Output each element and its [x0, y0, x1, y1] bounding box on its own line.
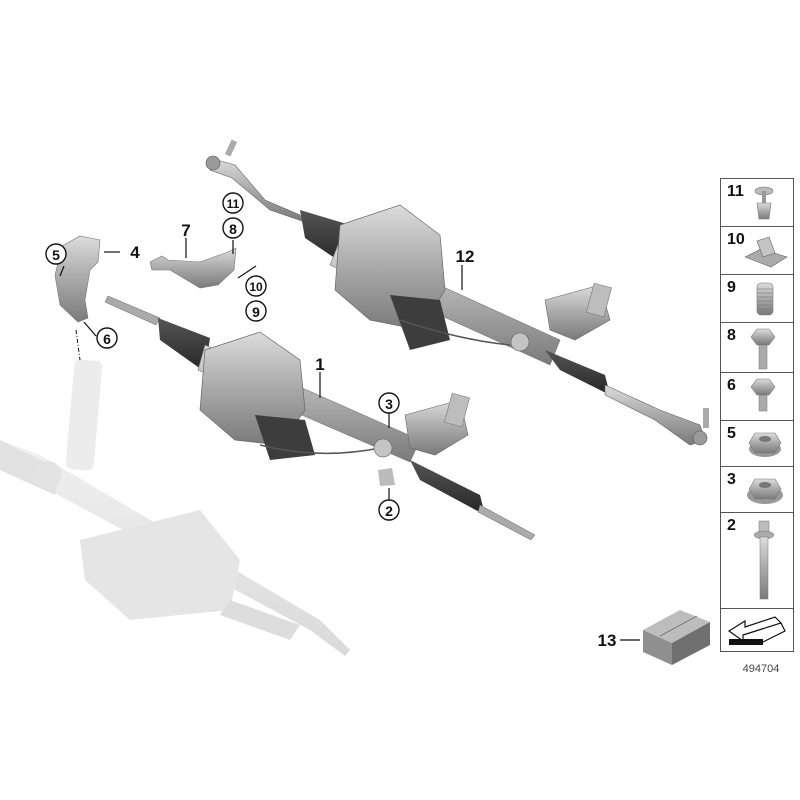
callout-4: 4: [130, 243, 140, 262]
hex-collar-nut-icon: [747, 478, 783, 504]
svg-text:7: 7: [181, 221, 190, 240]
steering-rack-assembly-rear: [205, 139, 709, 446]
steering-rack-ghost-background: [0, 359, 350, 656]
part-number: 5: [727, 425, 736, 442]
callout-8: 8: [222, 217, 244, 239]
orientation-arrow-icon: [727, 616, 786, 645]
push-rivet-icon: [754, 186, 774, 220]
svg-text:12: 12: [456, 247, 475, 266]
callout-5: 5: [45, 243, 67, 265]
callout-2: 2: [378, 499, 400, 521]
hex-flange-nut-icon: [748, 432, 782, 457]
part-cell-orientation: [721, 609, 793, 651]
svg-text:8: 8: [229, 221, 237, 237]
repair-kit-box-13: [643, 610, 710, 665]
part-cell-6: 6: [721, 373, 793, 421]
callout-9: 9: [245, 300, 267, 322]
svg-text:11: 11: [227, 197, 240, 211]
heat-shield-4: [54, 235, 101, 361]
part-cell-11: 11: [721, 179, 793, 227]
svg-text:4: 4: [130, 243, 140, 262]
part-number: 3: [727, 471, 736, 488]
leader-lines: [59, 238, 640, 641]
part-cell-5: 5: [721, 421, 793, 467]
part-number: 2: [727, 517, 736, 534]
svg-text:13: 13: [598, 631, 617, 650]
part-number: 11: [727, 183, 744, 200]
callout-1: 1: [315, 355, 324, 374]
heat-shield-bracket-7: [149, 247, 237, 289]
svg-text:3: 3: [385, 396, 393, 412]
part-number: 6: [727, 377, 736, 394]
svg-text:2: 2: [385, 503, 393, 519]
clip-nut-icon: [744, 236, 788, 268]
svg-text:5: 5: [52, 247, 60, 263]
part-cell-3: 3: [721, 467, 793, 513]
svg-text:6: 6: [103, 331, 111, 347]
steering-rack-assembly-front: [104, 295, 536, 541]
diagram-reference-number: 494704: [742, 663, 780, 675]
long-bolt-icon: [753, 520, 775, 600]
svg-text:10: 10: [249, 280, 263, 294]
svg-text:9: 9: [252, 304, 260, 320]
callout-11: 11: [222, 192, 244, 214]
callout-6: 6: [96, 327, 118, 349]
parts-legend-panel: 11 10 9 8 6: [720, 178, 794, 652]
hex-flange-bolt-icon: [750, 328, 776, 370]
part-number: 8: [727, 327, 736, 344]
callout-10: 10: [245, 275, 267, 297]
part-cell-10: 10: [721, 227, 793, 275]
hex-flange-bolt-short-icon: [750, 378, 776, 412]
part-cell-8: 8: [721, 323, 793, 373]
callout-7: 7: [181, 221, 190, 240]
callout-13: 13: [598, 631, 617, 650]
part-number: 9: [727, 279, 736, 296]
part-cell-2: 2: [721, 513, 793, 609]
part-cell-9: 9: [721, 275, 793, 323]
part-number: 10: [727, 231, 745, 248]
callout-3: 3: [378, 392, 400, 414]
threaded-insert-icon: [756, 282, 774, 316]
callout-12: 12: [456, 247, 475, 266]
svg-text:1: 1: [315, 355, 324, 374]
